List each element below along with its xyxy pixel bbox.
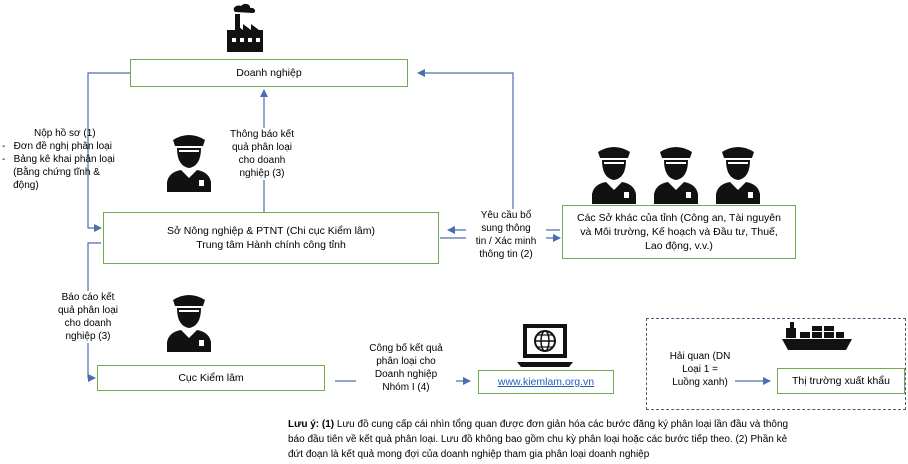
submit-line-3: - Bảng kê khai phân loại: [2, 154, 115, 165]
customs-line-3: Luồng xanh): [672, 377, 728, 388]
submit-line-4: (Bằng chứng tĩnh &: [2, 167, 100, 178]
provincial-dept-box: Sở Nông nghiệp & PTNT (Chi cục Kiểm lâm)…: [103, 212, 439, 264]
website-box: www.kiemlam.org.vn: [478, 370, 614, 394]
computer-globe-icon: [515, 322, 575, 373]
forest-dept-box: Cục Kiểm lâm: [97, 365, 325, 391]
notify-line-1: Thông báo kết: [230, 129, 294, 140]
submit-label: Nộp hồ sơ (1) - Đơn đề nghị phân loại - …: [2, 127, 152, 192]
report-line-4: nghiệp (3): [65, 331, 111, 342]
cargo-ship-icon: [782, 318, 854, 359]
report-line-1: Báo cáo kết: [61, 292, 115, 303]
export-market-label: Thị trường xuất khẩu: [792, 374, 890, 387]
other-depts-line-1: Các Sở khác của tỉnh (Công an, Tài nguyê…: [577, 211, 781, 224]
request-label: Yêu cầu bổ sung thông tin / Xác minh thô…: [466, 209, 546, 261]
submit-line-1: Nộp hồ sơ (1): [34, 128, 96, 139]
provincial-dept-line-1: Sở Nông nghiệp & PTNT (Chi cục Kiểm lâm): [166, 224, 376, 237]
other-depts-line-3: Lao động, v.v.): [645, 240, 713, 253]
publish-line-2: phân loại cho: [376, 356, 436, 367]
officer-icon: [714, 142, 762, 209]
request-line-1: Yêu cầu bổ: [480, 210, 532, 221]
other-depts-line-2: và Môi trường, Kế hoạch và Đầu tư, Thuế,: [580, 225, 778, 238]
submit-line-5: động): [2, 180, 39, 191]
publish-line-3: Doanh nghiệp: [374, 369, 438, 380]
officer-icon: [652, 142, 700, 209]
footnote-line-2: báo đầu tiên về kết quả phân loại. Lưu đ…: [288, 434, 788, 445]
notify-line-4: nghiệp (3): [239, 168, 285, 179]
website-link[interactable]: www.kiemlam.org.vn: [497, 375, 595, 388]
request-line-3: tin / Xác minh: [475, 236, 537, 247]
enterprise-box: Doanh nghiệp: [130, 59, 408, 87]
publish-line-1: Công bố kết quả: [369, 343, 443, 354]
publish-line-4: Nhóm I (4): [382, 382, 430, 393]
request-line-2: sung thông: [481, 223, 531, 234]
customs-label: Hải quan (DN Loại 1 = Luồng xanh): [662, 350, 738, 389]
customs-line-1: Hải quan (DN: [669, 351, 731, 362]
officer-icon: [165, 290, 213, 357]
footnote-line-3: đứt đoạn là kết quả mong đợi của doanh n…: [288, 449, 650, 460]
report-label: Báo cáo kết quả phân loại cho doanh nghi…: [48, 291, 128, 343]
officer-icon: [590, 142, 638, 209]
publish-label: Công bố kết quả phân loại cho Doanh nghi…: [356, 342, 456, 394]
footnote-prefix: Lưu ý: (1): [288, 419, 335, 430]
provincial-dept-line-2: Trung tâm Hành chính công tỉnh: [196, 239, 346, 251]
notify-line-2: quả phân loại: [231, 142, 293, 153]
forest-dept-label: Cục Kiểm lâm: [178, 371, 244, 384]
submit-line-2: - Đơn đề nghị phân loại: [2, 141, 112, 152]
arrow-other-to-enterprise: [417, 69, 514, 230]
report-line-2: quả phân loại: [57, 305, 119, 316]
enterprise-label: Doanh nghiệp: [236, 66, 302, 79]
request-line-4: thông tin (2): [479, 249, 533, 260]
notify-label: Thông báo kết quả phân loại cho doanh ng…: [222, 128, 302, 180]
officer-icon: [165, 130, 213, 197]
factory-icon: [225, 2, 265, 59]
customs-line-2: Loại 1 =: [682, 364, 718, 375]
arrow-submit: [87, 72, 130, 232]
notify-line-3: cho doanh: [238, 155, 286, 166]
footnote: Lưu ý: (1) Lưu đồ cung cấp cái nhìn tổng…: [288, 417, 906, 462]
export-market-box: Thị trường xuất khẩu: [777, 368, 905, 394]
other-depts-box: Các Sở khác của tỉnh (Công an, Tài nguyê…: [562, 205, 796, 259]
report-line-3: cho doanh: [64, 318, 112, 329]
footnote-line-1: Lưu đồ cung cấp cái nhìn tổng quan được …: [334, 419, 789, 430]
dashed-expected-outcome-frame: [646, 318, 906, 410]
